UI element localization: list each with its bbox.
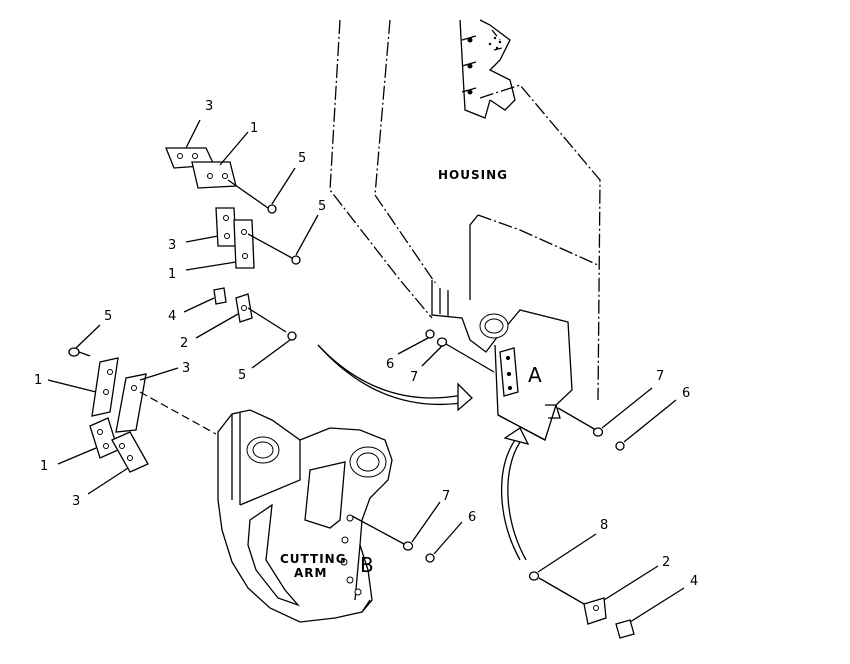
callout-bottom-shim: 4 xyxy=(690,574,698,589)
callout-mid-plate: 1 xyxy=(168,267,176,282)
arm-hardware xyxy=(351,515,435,563)
right-hardware xyxy=(557,407,625,451)
callout-housing-washer: 7 xyxy=(410,370,418,385)
leader-left-plate-a xyxy=(47,379,97,393)
leader-top-shim xyxy=(185,119,201,149)
callout-left-plate-b: 1 xyxy=(40,459,48,474)
housing xyxy=(329,19,601,441)
leader-housing-washer xyxy=(421,345,443,367)
callout-top-bolt: 5 xyxy=(298,151,306,166)
leader-mid-bolt xyxy=(295,214,319,256)
housing-label: HOUSING xyxy=(438,168,508,182)
callout-arm-nut: 6 xyxy=(468,510,476,525)
callout-left-shim-b: 3 xyxy=(72,494,80,509)
leader-left-shim-a xyxy=(139,367,179,381)
cutting-arm xyxy=(217,409,393,623)
callout-left-shim-a: 3 xyxy=(182,361,190,376)
leader-small-bolt xyxy=(251,339,291,369)
leader-left-shim-b xyxy=(87,467,129,495)
leader-left-bolt xyxy=(75,324,101,349)
callout-small-bolt: 5 xyxy=(238,368,246,383)
top-plate-group xyxy=(165,147,277,214)
view-b-label: B xyxy=(360,553,374,577)
middle-plate-group xyxy=(215,207,301,269)
callout-arm-washer: 7 xyxy=(442,489,450,504)
small-plate-group xyxy=(213,287,297,341)
transfer-arrow-to-b xyxy=(501,427,530,561)
callout-right-nut: 6 xyxy=(682,386,690,401)
callout-mid-shim: 3 xyxy=(168,238,176,253)
leader-left-plate-b xyxy=(57,447,97,465)
leader-bottom-plate xyxy=(603,565,659,601)
callout-bottom-bolt: 8 xyxy=(600,518,608,533)
leader-housing-nut xyxy=(397,337,429,355)
callout-left-plate-a: 1 xyxy=(34,373,42,388)
callout-mid-bolt: 5 xyxy=(318,199,326,214)
leader-arm-washer xyxy=(411,501,441,543)
bottom-group xyxy=(528,571,635,639)
cutting-arm-label-line1: CUTTING xyxy=(280,552,347,566)
callout-left-bolt: 5 xyxy=(104,309,112,324)
leader-small-plate xyxy=(195,313,239,339)
callout-top-shim: 3 xyxy=(205,99,213,114)
leader-bottom-bolt xyxy=(537,533,597,573)
transfer-arrow-to-a xyxy=(317,344,473,412)
leader-top-plate xyxy=(219,131,249,166)
leader-arm-nut xyxy=(433,521,463,555)
leader-small-shim xyxy=(183,297,215,313)
callout-right-washer: 7 xyxy=(656,369,664,384)
view-a-label: A xyxy=(528,363,542,387)
leader-mid-shim xyxy=(185,235,219,243)
leader-right-nut xyxy=(623,399,677,443)
leader-top-bolt xyxy=(271,167,296,205)
left-plate-group xyxy=(68,347,217,473)
leader-bottom-shim xyxy=(629,587,685,623)
leader-right-washer xyxy=(601,387,653,429)
leader-mid-plate xyxy=(185,261,237,271)
callout-top-plate: 1 xyxy=(250,121,258,136)
callout-bottom-plate: 2 xyxy=(662,555,670,570)
callout-small-plate: 2 xyxy=(180,336,188,351)
cutting-arm-label-line2: ARM xyxy=(294,566,327,580)
callout-small-shim: 4 xyxy=(168,309,176,324)
callout-housing-nut: 6 xyxy=(386,357,394,372)
